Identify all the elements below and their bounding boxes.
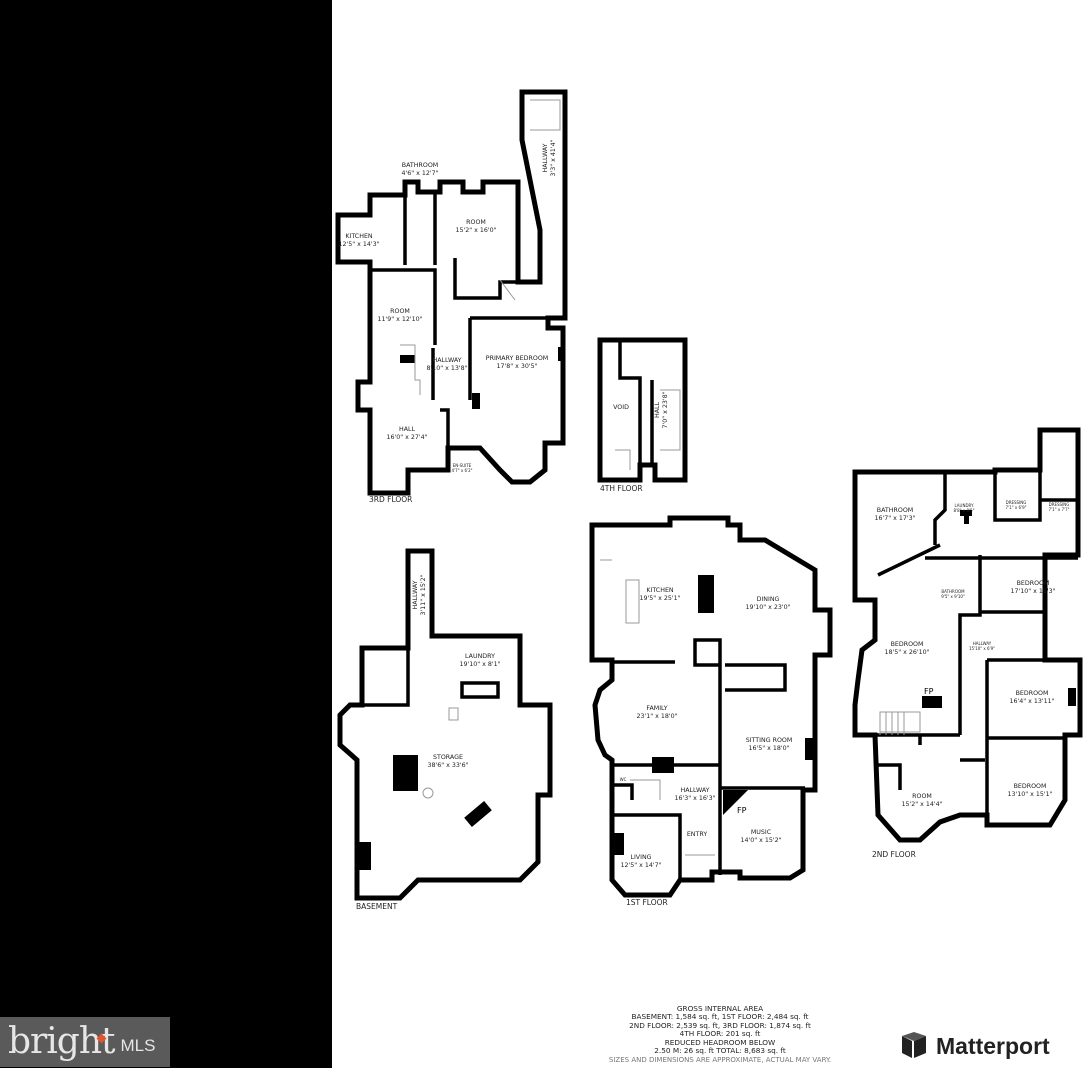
bright-logo-word: bright [8,1021,115,1062]
floor-title: 3RD FLOOR [369,495,413,504]
area-line: 4TH FLOOR: 201 sq. ft [679,1029,761,1039]
second-floor-plan [852,427,1083,843]
room-label: ENTRY [686,831,708,838]
fireplace-label: FP [924,687,934,696]
area-line: BASEMENT: 1,584 sq. ft, 1ST FLOOR: 2,484… [631,1012,809,1022]
area-total: 2.50 M: 26 sq. ft TOTAL: 8,683 sq. ft [654,1045,786,1055]
floor-title: BASEMENT [356,902,398,911]
area-line: REDUCED HEADROOM BELOW [664,1037,776,1047]
room-label: WC [619,777,627,782]
area-title: GROSS INTERNAL AREA [676,1004,764,1013]
black-side-panel [0,0,332,1068]
basement-plan [337,548,553,901]
first-floor-plan [589,515,833,898]
floor-title: 1ST FLOOR [626,898,668,907]
gross-area-summary: GROSS INTERNAL AREA BASEMENT: 1,584 sq. … [570,1004,870,1065]
floor-title: 2ND FLOOR [872,850,916,859]
matterport-wordmark: Matterport [936,1032,1050,1059]
third-floor-plan [335,89,568,496]
area-disclaimer: SIZES AND DIMENSIONS ARE APPROXIMATE, AC… [608,1056,832,1065]
matterport-logo: Matterport [900,1032,1050,1060]
fourth-floor-plan [597,337,688,483]
bright-logo-mls: MLS [120,1036,156,1055]
room-label: VOID [613,404,629,411]
floor-title: 4TH FLOOR [600,484,643,493]
bright-mls-logo: bright MLS [0,1017,170,1067]
matterport-mark-icon [902,1032,926,1058]
fireplace-label: FP [737,806,747,815]
area-line: 2ND FLOOR: 2,539 sq. ft, 3RD FLOOR: 1,87… [629,1020,811,1030]
